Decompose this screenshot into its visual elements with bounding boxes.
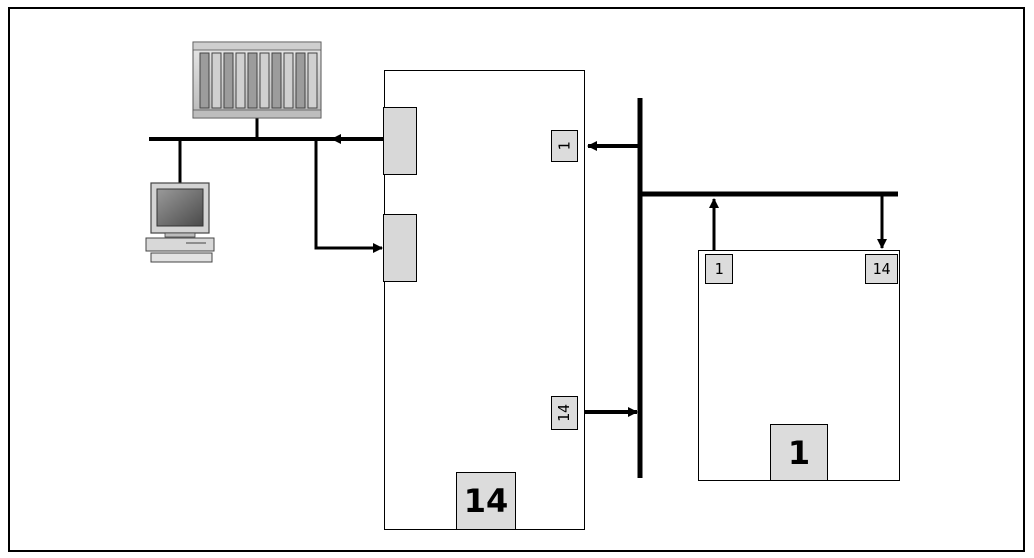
controller-input-terminal-label: 1 bbox=[555, 141, 574, 151]
light-curtain-title-box: 1 bbox=[770, 424, 828, 481]
light-curtain-title: 1 bbox=[787, 433, 811, 472]
controller-output-terminal-label: 14 bbox=[555, 403, 574, 423]
controller-input-terminal: 1 bbox=[551, 130, 578, 162]
controller-output-terminal: 14 bbox=[551, 396, 578, 430]
plc-rack-illustration bbox=[192, 41, 322, 119]
gateway-port-top bbox=[383, 107, 417, 175]
gateway-port-bottom bbox=[383, 214, 417, 282]
bus-output-arrow bbox=[314, 139, 383, 253]
light-curtain-input-terminal: 1 bbox=[705, 254, 733, 284]
light-curtain-output-terminal-label: 14 bbox=[872, 260, 891, 278]
controller-title-box: 14 bbox=[456, 472, 516, 530]
light-curtain-input-terminal-label: 1 bbox=[714, 260, 724, 278]
fieldbus-line bbox=[149, 118, 384, 183]
light-curtain-output-terminal: 14 bbox=[865, 254, 898, 284]
diagram-frame bbox=[8, 7, 1025, 552]
computer-illustration bbox=[145, 182, 215, 263]
controller-title: 14 bbox=[463, 482, 509, 520]
